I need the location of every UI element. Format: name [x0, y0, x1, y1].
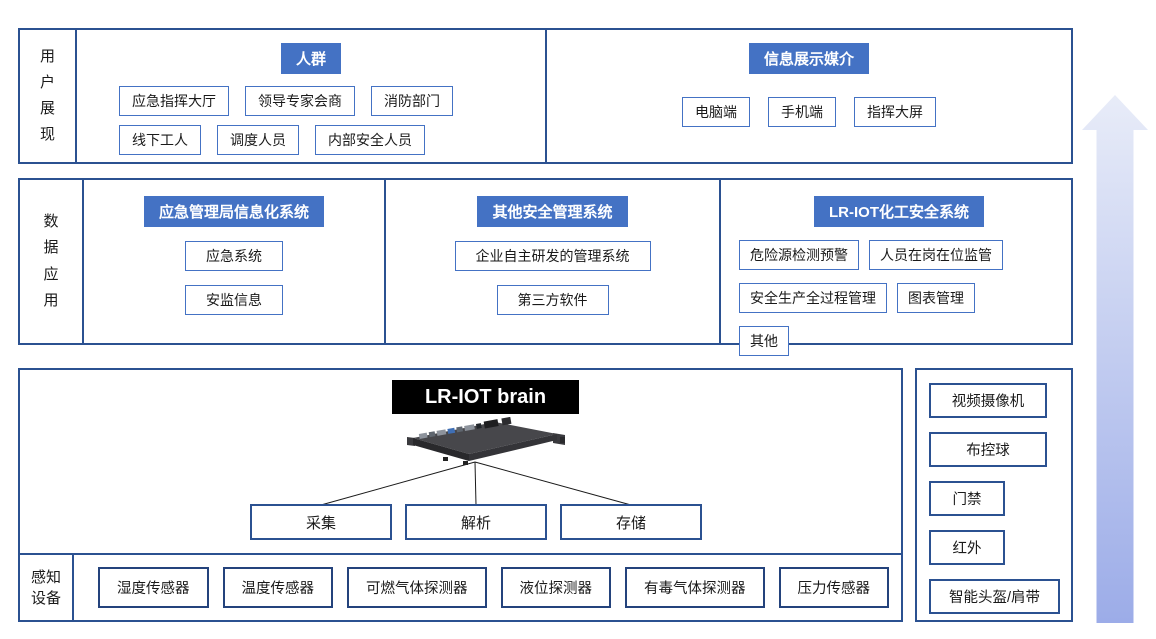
other-systems-item: 第三方软件: [496, 285, 609, 315]
section-user-presentation: 用户展现 人群 应急指挥大厅 领导专家会商 消防部门 线下工人 调度人员 内部安…: [18, 28, 1073, 164]
crowd-area: 人群 应急指挥大厅 领导专家会商 消防部门 线下工人 调度人员 内部安全人员: [77, 30, 547, 162]
other-systems-item: 企业自主研发的管理系统: [454, 241, 651, 271]
user-presentation-label: 用户展现: [39, 47, 55, 144]
media-row: 电脑端 手机端 指挥大屏: [547, 97, 1071, 127]
rack-server-icon: [407, 417, 565, 465]
media-header: 信息展示媒介: [748, 43, 869, 74]
other-systems-column: 其他安全管理系统 企业自主研发的管理系统 第三方软件: [386, 180, 721, 343]
data-application-label: 数据应用: [43, 213, 59, 309]
crowd-item: 线下工人: [119, 125, 201, 155]
emergency-bureau-header: 应急管理局信息化系统: [143, 196, 324, 227]
lr-iot-row-1: 危险源检测预警 人员在岗在位监管: [739, 240, 1059, 270]
section-edge-devices: 视频摄像机 布控球 门禁 红外 智能头盔/肩带: [915, 368, 1073, 622]
emergency-bureau-item: 安监信息: [185, 285, 283, 315]
edge-device-item: 门禁: [929, 481, 1005, 516]
lr-iot-row-3: 其他: [739, 326, 1059, 356]
sensor-item: 湿度传感器: [98, 567, 209, 608]
edge-device-item: 智能头盔/肩带: [929, 579, 1060, 614]
crowd-row-1: 应急指挥大厅 领导专家会商 消防部门: [119, 86, 545, 116]
sensor-item: 有毒气体探测器: [625, 567, 765, 608]
lr-iot-item: 其他: [739, 326, 789, 356]
function-box-collect: 采集: [250, 504, 392, 540]
sensor-boxes: 湿度传感器 温度传感器 可燃气体探测器 液位探测器 有毒气体探测器 压力传感器: [98, 555, 889, 620]
media-area: 信息展示媒介 电脑端 手机端 指挥大屏: [547, 30, 1071, 162]
lr-iot-item: 人员在岗在位监管: [869, 240, 1003, 270]
edge-device-item: 视频摄像机: [929, 383, 1047, 418]
function-box-parse: 解析: [405, 504, 547, 540]
function-box-store: 存储: [560, 504, 702, 540]
lr-iot-system-column: LR-IOT化工安全系统 危险源检测预警 人员在岗在位监管 安全生产全过程管理 …: [721, 180, 1071, 356]
sensor-item: 温度传感器: [222, 567, 333, 608]
up-arrow-icon: [1082, 95, 1148, 623]
emergency-bureau-item: 应急系统: [185, 241, 283, 271]
sensing-label: 感知设备: [30, 568, 61, 607]
lr-iot-system-header: LR-IOT化工安全系统: [814, 196, 984, 227]
crowd-header: 人群: [280, 43, 341, 74]
user-presentation-label-cell: 用户展现: [20, 30, 77, 162]
sensing-device-row: 感知设备 湿度传感器 温度传感器 可燃气体探测器 液位探测器 有毒气体探测器 压…: [20, 553, 901, 620]
crowd-item: 内部安全人员: [315, 125, 425, 155]
lr-iot-row-2: 安全生产全过程管理 图表管理: [739, 283, 1059, 313]
crowd-item: 应急指挥大厅: [119, 86, 229, 116]
crowd-item: 调度人员: [217, 125, 299, 155]
media-item: 手机端: [768, 97, 836, 127]
crowd-item: 消防部门: [371, 86, 453, 116]
sensor-item: 液位探测器: [500, 567, 611, 608]
lr-iot-item: 危险源检测预警: [739, 240, 859, 270]
section-data-application: 数据应用 应急管理局信息化系统 应急系统 安监信息 其他安全管理系统 企业自主研…: [18, 178, 1073, 356]
edge-device-item: 红外: [929, 530, 1005, 565]
media-item: 电脑端: [682, 97, 750, 127]
other-systems-header: 其他安全管理系统: [477, 196, 628, 227]
data-application-label-cell: 数据应用: [20, 180, 84, 343]
sensor-item: 可燃气体探测器: [347, 567, 487, 608]
edge-device-item: 布控球: [929, 432, 1047, 467]
crowd-row-2: 线下工人 调度人员 内部安全人员: [119, 125, 545, 155]
section-platform: LR-IOT brain: [18, 368, 903, 622]
sensing-label-cell: 感知设备: [20, 555, 74, 620]
lr-iot-brain-box: LR-IOT brain: [392, 380, 579, 414]
emergency-bureau-column: 应急管理局信息化系统 应急系统 安监信息: [84, 180, 386, 343]
media-item: 指挥大屏: [854, 97, 936, 127]
sensor-item: 压力传感器: [778, 567, 889, 608]
lr-iot-item: 安全生产全过程管理: [739, 283, 887, 313]
lr-iot-item: 图表管理: [897, 283, 975, 313]
crowd-item: 领导专家会商: [245, 86, 355, 116]
